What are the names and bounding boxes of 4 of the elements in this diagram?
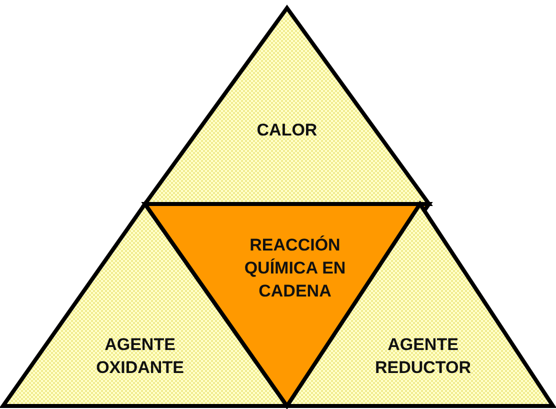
node-label: REACCIÓN QUÍMICA EN CADENA <box>243 234 347 302</box>
node-label: AGENTE REDUCTOR <box>374 334 472 379</box>
node-label: CALOR <box>256 120 318 142</box>
node-label: AGENTE OXIDANTE <box>95 334 185 379</box>
